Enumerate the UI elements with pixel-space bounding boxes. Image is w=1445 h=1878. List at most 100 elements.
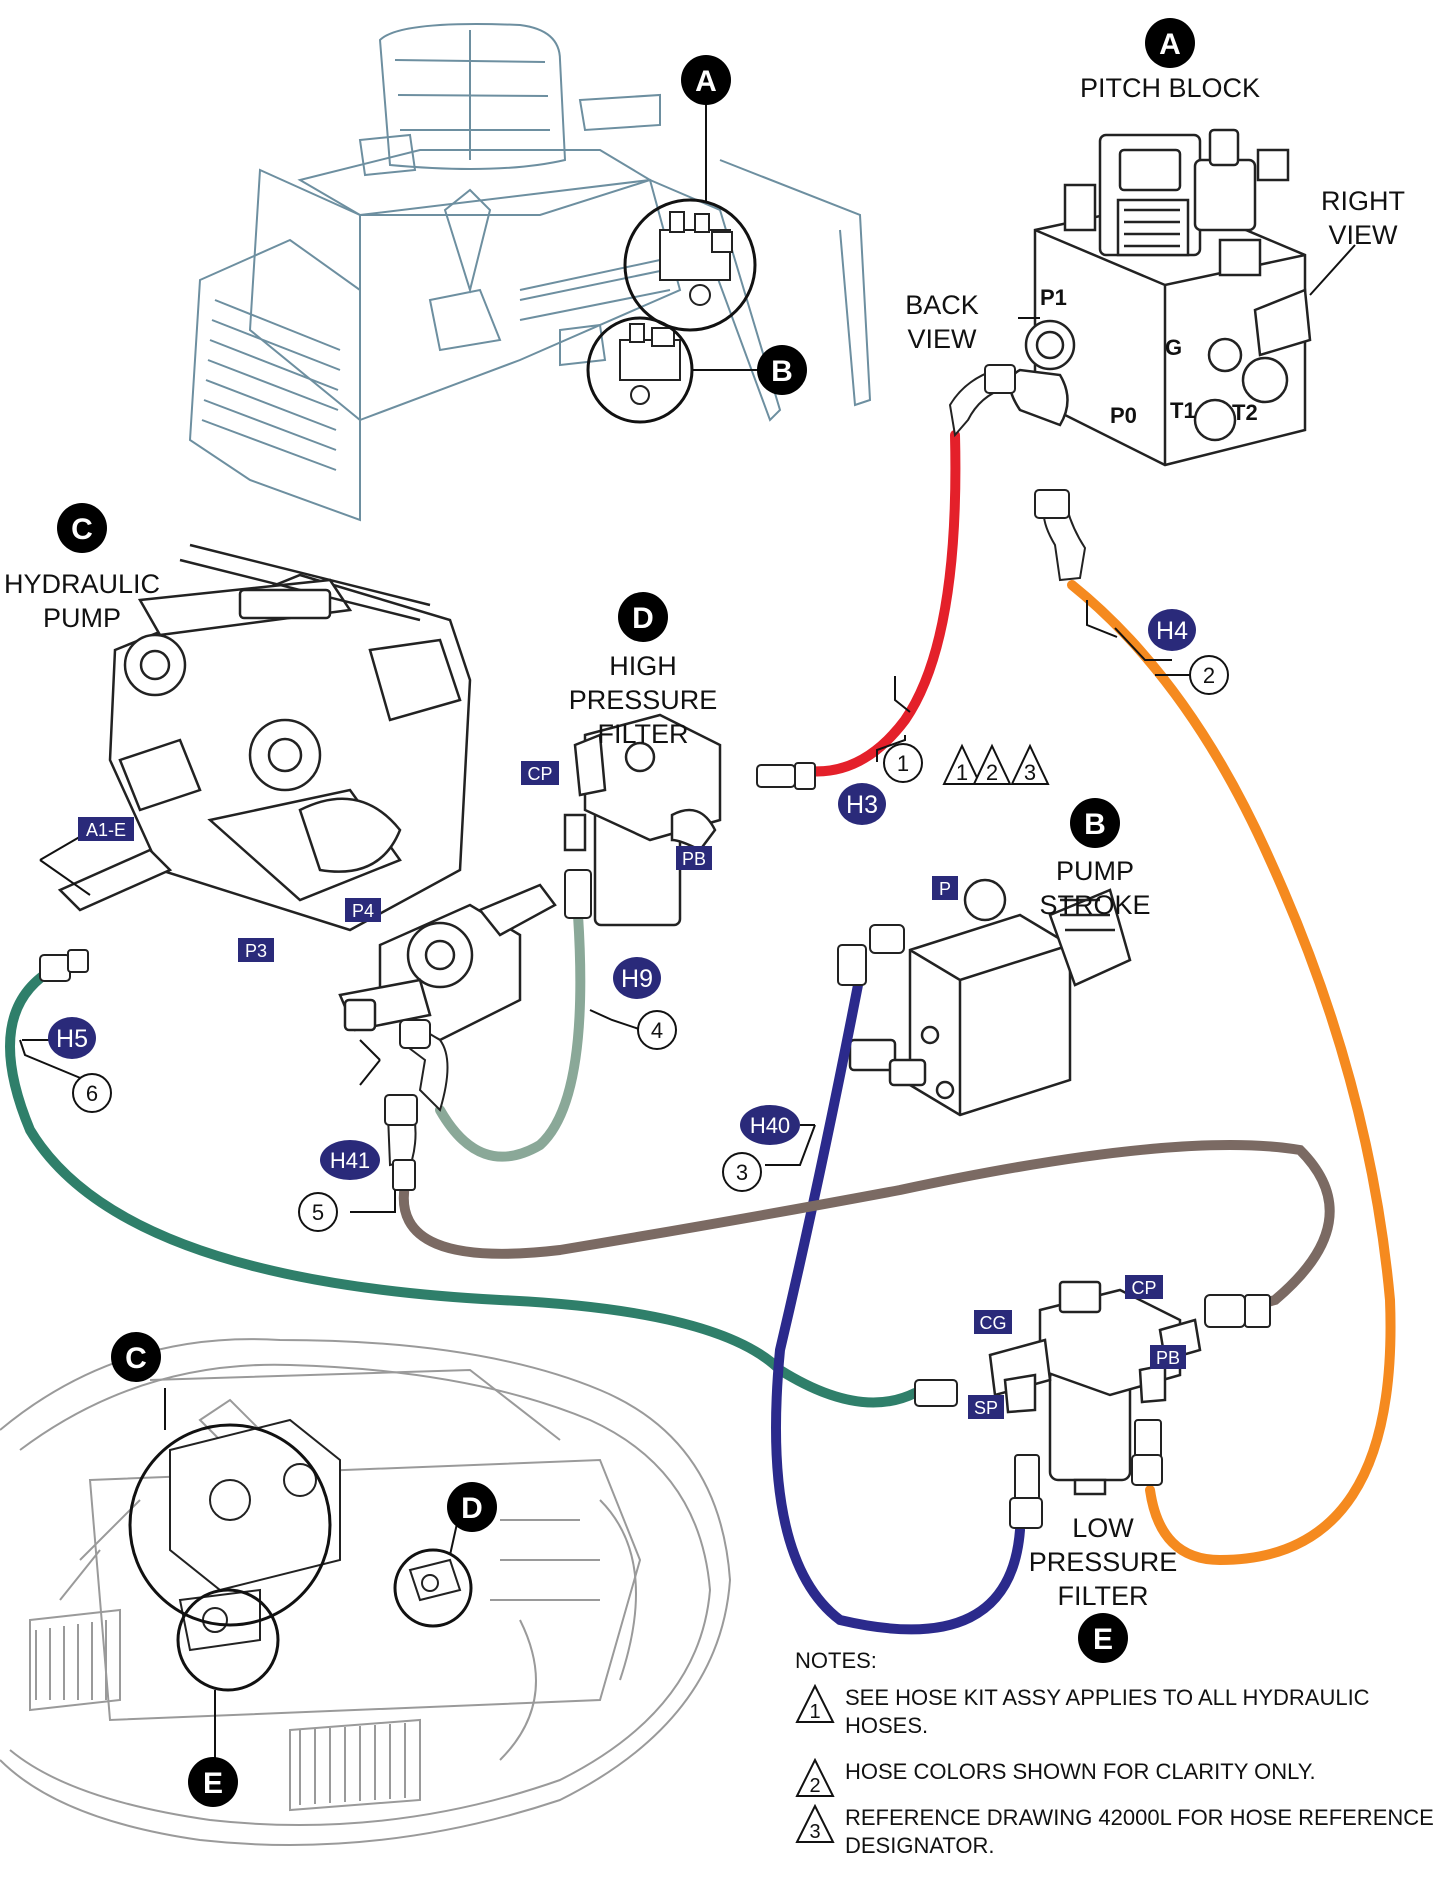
label-back-view-2: VIEW xyxy=(907,324,977,354)
svg-text:P3: P3 xyxy=(245,941,267,961)
svg-text:PB: PB xyxy=(682,849,706,869)
callout-d-bottom: D xyxy=(447,1482,497,1532)
svg-text:P0: P0 xyxy=(1110,403,1137,428)
note-text: REFERENCE DRAWING 42000L FOR HOSE REFERE… xyxy=(845,1805,1434,1858)
tag-sp: SP xyxy=(968,1395,1004,1419)
note-item: 3 REFERENCE DRAWING 42000L FOR HOSE REFE… xyxy=(795,1804,1435,1860)
note-triangle-icon: 2 xyxy=(795,1758,835,1797)
svg-text:E: E xyxy=(203,1767,223,1800)
pitch-block xyxy=(1008,128,1312,467)
svg-text:T1: T1 xyxy=(1170,398,1196,423)
label-pump-stroke-1: PUMP xyxy=(1056,856,1134,886)
tag-pb-high: PB xyxy=(676,846,712,870)
high-pressure-filter xyxy=(563,713,722,927)
svg-text:4: 4 xyxy=(651,1018,663,1043)
note-item: 1 SEE HOSE KIT ASSY APPLIES TO ALL HYDRA… xyxy=(795,1684,1435,1740)
svg-text:3: 3 xyxy=(736,1160,748,1185)
svg-text:B: B xyxy=(771,355,793,388)
tag-cg: CG xyxy=(974,1310,1012,1334)
pump-stroke-valve xyxy=(848,878,1132,1117)
svg-text:H9: H9 xyxy=(621,965,653,993)
hose-label-h40: H40 xyxy=(740,1105,800,1145)
svg-text:H3: H3 xyxy=(846,791,878,819)
low-pressure-filter xyxy=(988,1280,1202,1496)
hose-h9-sage xyxy=(435,910,586,1162)
item-number-6: 6 xyxy=(72,1073,112,1113)
label-low-filter-1: LOW xyxy=(1072,1513,1134,1543)
svg-text:A: A xyxy=(1159,28,1181,61)
notes-title: NOTES: xyxy=(795,1648,877,1673)
zoom-circle-c xyxy=(128,1423,332,1627)
item-number-4: 4 xyxy=(637,1010,677,1050)
svg-text:H4: H4 xyxy=(1156,617,1188,645)
notes-section: NOTES: 1 SEE HOSE KIT ASSY APPLIES TO AL… xyxy=(795,1648,1435,1878)
svg-text:T2: T2 xyxy=(1232,400,1258,425)
label-low-filter-3: FILTER xyxy=(1057,1581,1148,1611)
svg-text:H5: H5 xyxy=(56,1025,88,1053)
machine-top-pitch-block xyxy=(619,211,733,405)
hose-h3-red xyxy=(795,430,961,777)
hose-h4-orange xyxy=(1067,580,1396,1566)
tag-p3: P3 xyxy=(238,938,274,962)
label-low-filter-2: PRESSURE xyxy=(1029,1547,1178,1577)
machine-bottom-components xyxy=(169,1418,462,1652)
svg-text:P4: P4 xyxy=(352,901,374,921)
note-item: 2 HOSE COLORS SHOWN FOR CLARITY ONLY. xyxy=(795,1758,1435,1797)
svg-text:SP: SP xyxy=(974,1398,998,1418)
svg-text:H41: H41 xyxy=(330,1148,370,1173)
hose-label-h3: H3 xyxy=(838,783,886,825)
tag-cp-high: CP xyxy=(521,761,559,785)
note-text: HOSE COLORS SHOWN FOR CLARITY ONLY. xyxy=(845,1759,1316,1784)
svg-text:H40: H40 xyxy=(750,1113,790,1138)
callout-a-machine: A xyxy=(681,55,731,105)
callout-c-pump: C xyxy=(57,503,107,553)
svg-text:6: 6 xyxy=(86,1081,98,1106)
svg-text:D: D xyxy=(461,1492,483,1525)
hose-h41-brown xyxy=(398,1140,1335,1317)
zoom-circle-e xyxy=(176,1588,280,1692)
tag-a1e: A1-E xyxy=(78,817,134,841)
svg-text:2: 2 xyxy=(986,760,998,785)
hose-label-h9: H9 xyxy=(613,957,661,999)
label-pitch-block: PITCH BLOCK xyxy=(1080,73,1260,103)
note-text: SEE HOSE KIT ASSY APPLIES TO ALL HYDRAUL… xyxy=(845,1685,1370,1738)
tag-cp-low: CP xyxy=(1125,1275,1163,1299)
callout-a-top: A xyxy=(1145,18,1195,68)
hose-h40-blue xyxy=(771,980,1025,1635)
svg-text:C: C xyxy=(125,1342,147,1375)
tag-p4: P4 xyxy=(345,898,381,922)
label-high-filter-1: HIGH xyxy=(609,651,677,681)
label-hydraulic-pump-1: HYDRAULIC xyxy=(4,569,160,599)
note-triangle-icon: 3 xyxy=(795,1804,835,1843)
hose-fittings xyxy=(39,364,1271,1529)
label-right-view-2: VIEW xyxy=(1328,220,1398,250)
item-number-2: 2 xyxy=(1189,655,1229,695)
svg-text:2: 2 xyxy=(1203,663,1215,688)
label-pump-stroke-2: STROKE xyxy=(1039,890,1150,920)
callout-e-bottom: E xyxy=(188,1757,238,1807)
label-hydraulic-pump-2: PUMP xyxy=(43,603,121,633)
svg-text:CG: CG xyxy=(980,1313,1007,1333)
pitch-block-ports: P1 P0 G T1 T2 xyxy=(1040,285,1258,428)
svg-text:A: A xyxy=(695,65,717,98)
svg-text:PB: PB xyxy=(1156,1348,1180,1368)
item-number-3: 3 xyxy=(722,1152,762,1192)
svg-text:E: E xyxy=(1093,1623,1113,1656)
svg-text:D: D xyxy=(632,602,654,635)
svg-text:P: P xyxy=(939,879,951,899)
tag-p-pump-stroke: P xyxy=(932,876,958,900)
callout-d-filter: D xyxy=(618,592,668,642)
tag-pb-low: PB xyxy=(1150,1345,1186,1369)
label-right-view-1: RIGHT xyxy=(1321,186,1405,216)
callout-b-machine: B xyxy=(757,345,807,395)
svg-text:1: 1 xyxy=(956,760,968,785)
label-back-view-1: BACK xyxy=(905,290,979,320)
svg-text:2: 2 xyxy=(809,1775,820,1797)
item-number-1: 1 xyxy=(883,743,923,783)
svg-text:5: 5 xyxy=(312,1200,324,1225)
svg-text:3: 3 xyxy=(809,1821,820,1843)
svg-text:CP: CP xyxy=(1131,1278,1156,1298)
svg-text:A1-E: A1-E xyxy=(86,820,126,840)
label-high-filter-2: PRESSURE xyxy=(569,685,718,715)
